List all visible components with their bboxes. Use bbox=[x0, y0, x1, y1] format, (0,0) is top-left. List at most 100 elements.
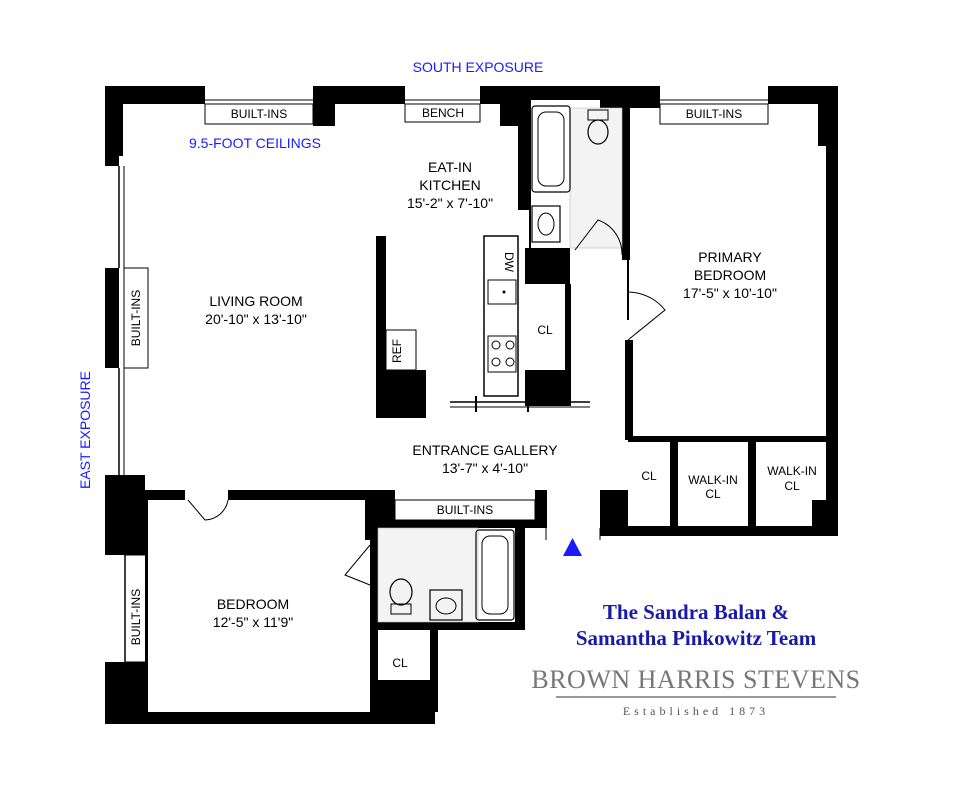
burner-3 bbox=[491, 357, 501, 367]
builtins-top-right-label: BUILT-INS bbox=[686, 107, 742, 121]
bath-2 bbox=[344, 527, 515, 623]
builtins-left-label: BUILT-INS bbox=[129, 290, 143, 346]
wall-walkin-top bbox=[628, 436, 826, 442]
brand-name: BROWN HARRIS STEVENS bbox=[531, 665, 860, 694]
wall-bottom bbox=[105, 712, 435, 724]
bedroom-door bbox=[187, 499, 229, 521]
builtins-gallery-box bbox=[394, 499, 536, 521]
entry-arrow-icon bbox=[563, 538, 582, 556]
primary-name-line1: PRIMARY bbox=[698, 249, 762, 265]
bathtub-1-inner bbox=[537, 111, 565, 187]
pier-top-1 bbox=[313, 86, 335, 126]
wall-closet-bedroom bbox=[430, 622, 438, 712]
builtins-gallery-label: BUILT-INS bbox=[437, 503, 493, 517]
burner-1 bbox=[491, 340, 501, 350]
doors bbox=[187, 291, 666, 521]
bedroom-name: BEDROOM bbox=[217, 596, 289, 612]
wall-bath2-right bbox=[515, 520, 525, 630]
walkin-1-line2: CL bbox=[705, 487, 721, 501]
builtins-top-left-label: BUILT-INS bbox=[231, 107, 287, 121]
walkin-2-line1: WALK-IN bbox=[767, 464, 817, 478]
primary-door bbox=[627, 291, 666, 341]
pier-bottom-bedroom bbox=[370, 680, 435, 724]
stove bbox=[487, 279, 517, 373]
pier-entry-left bbox=[535, 490, 547, 528]
wall-top-left bbox=[105, 86, 205, 104]
primary-name-line2: BEDROOM bbox=[694, 267, 766, 283]
closet-primary-label: CL bbox=[641, 469, 657, 483]
ref-box bbox=[385, 329, 417, 371]
wall-primary-left bbox=[625, 340, 633, 440]
wall-bath-right bbox=[622, 100, 630, 260]
brand-established: Established 1873 bbox=[623, 704, 769, 718]
sink-2 bbox=[429, 589, 463, 621]
closet-kitchen-label: CL bbox=[537, 323, 553, 337]
bath-1-door bbox=[574, 219, 623, 256]
bench-label: BENCH bbox=[422, 106, 464, 120]
builtins-bedroom-label: BUILT-INS bbox=[129, 589, 143, 645]
wall-walkin-2 bbox=[748, 436, 756, 530]
bench-box bbox=[404, 103, 481, 123]
bedroom-dims: 12'-5" x 11'9" bbox=[213, 614, 293, 630]
bath-2-tile bbox=[377, 527, 479, 623]
ceilings-label: 9.5-FOOT CEILINGS bbox=[189, 135, 321, 151]
bath-2-door bbox=[344, 544, 371, 586]
wall-ref-left bbox=[376, 236, 386, 418]
pier-ref bbox=[376, 370, 426, 418]
wall-bedroom-top-1 bbox=[145, 490, 185, 500]
outlines bbox=[118, 99, 769, 663]
wall-closet-right bbox=[565, 284, 571, 406]
sink-2-basin bbox=[435, 597, 457, 615]
bath-1 bbox=[531, 105, 623, 256]
kitchen-name-line2: KITCHEN bbox=[419, 177, 480, 193]
walkin-1-line1: WALK-IN bbox=[688, 473, 738, 487]
wall-bath2-bottom bbox=[378, 622, 525, 630]
primary-dims: 17'-5" x 10'-10" bbox=[683, 285, 777, 301]
gallery-dims: 13'-7" x 4'-10" bbox=[442, 460, 528, 476]
burner-4 bbox=[505, 357, 515, 367]
builtins-top-right-box bbox=[659, 103, 769, 125]
bathtub-1 bbox=[531, 105, 571, 193]
wall-left-3 bbox=[105, 475, 145, 555]
sink-1 bbox=[531, 205, 561, 243]
toilet-2-tank bbox=[390, 603, 412, 615]
wall-left-1 bbox=[105, 86, 119, 166]
sink-1-basin bbox=[537, 212, 555, 236]
wall-left-2 bbox=[105, 268, 119, 368]
wall-bedroom-right bbox=[370, 540, 378, 680]
bathtub-2 bbox=[475, 529, 515, 621]
wall-bath-bottom bbox=[525, 248, 570, 284]
wall-bath2-top bbox=[378, 520, 538, 528]
bath-1-tile bbox=[569, 107, 623, 249]
walkin-2-line2: CL bbox=[784, 479, 800, 493]
wall-bedroom-top-2 bbox=[228, 490, 376, 500]
living-room-dims: 20'-10" x 13'-10" bbox=[205, 311, 307, 327]
toilet-1-tank bbox=[587, 109, 609, 121]
pier-top-2 bbox=[500, 86, 530, 126]
pier-closet bbox=[525, 370, 570, 406]
stove-box bbox=[487, 335, 517, 373]
bathtub-2-inner bbox=[481, 535, 509, 615]
east-exposure-label: EAST EXPOSURE bbox=[77, 371, 93, 489]
toilet-2 bbox=[389, 578, 413, 606]
kitchen-sink-drain bbox=[502, 290, 506, 294]
dishwasher-label: DW bbox=[502, 252, 516, 273]
pier-top-3 bbox=[600, 86, 660, 108]
team-line1: The Sandra Balan & bbox=[603, 600, 789, 624]
kitchen-counter bbox=[483, 235, 519, 397]
kitchen-dims: 15'-2" x 7'-10" bbox=[407, 195, 493, 211]
gallery-name: ENTRANCE GALLERY bbox=[412, 442, 558, 458]
kitchen-name-line1: EAT-IN bbox=[428, 159, 472, 175]
team-line2: Samantha Pinkowitz Team bbox=[576, 626, 817, 650]
builtins-bedroom-box bbox=[124, 554, 148, 663]
wall-right bbox=[826, 86, 838, 536]
wall-top-mid bbox=[313, 86, 405, 104]
wall-kitchen-right bbox=[518, 120, 530, 210]
burner-2 bbox=[505, 340, 515, 350]
closet-bedroom-label: CL bbox=[392, 656, 408, 670]
living-room-name: LIVING ROOM bbox=[209, 293, 302, 309]
wall-walkin-1 bbox=[670, 436, 678, 530]
pier-bottom-primary bbox=[600, 490, 628, 536]
kitchen-sink bbox=[487, 279, 517, 305]
